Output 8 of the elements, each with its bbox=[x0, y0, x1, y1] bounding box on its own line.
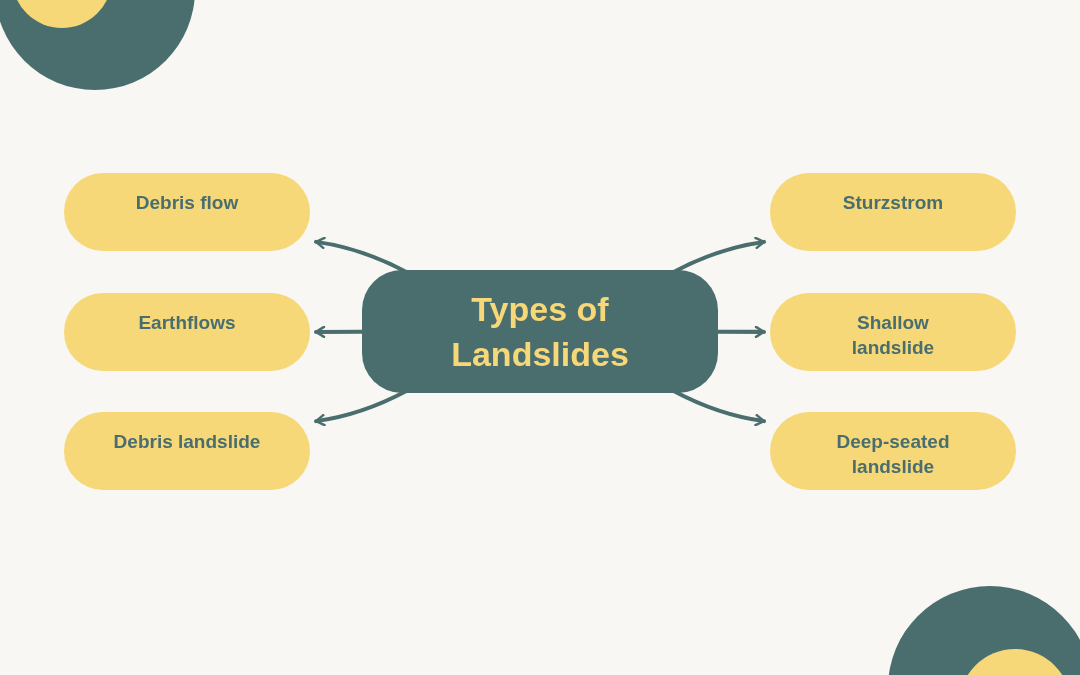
topic-label: Debris landslide bbox=[112, 430, 262, 454]
central-topic-pill bbox=[362, 270, 718, 393]
topic-label: Debris flow bbox=[134, 191, 240, 215]
topic-label: Shallow landslide bbox=[850, 311, 936, 360]
topic-label: Deep-seated landslide bbox=[835, 430, 951, 479]
topic-label: Earthflows bbox=[137, 311, 237, 335]
central-title: Types of Landslides bbox=[450, 289, 630, 375]
topic-label: Sturzstrom bbox=[841, 191, 945, 215]
